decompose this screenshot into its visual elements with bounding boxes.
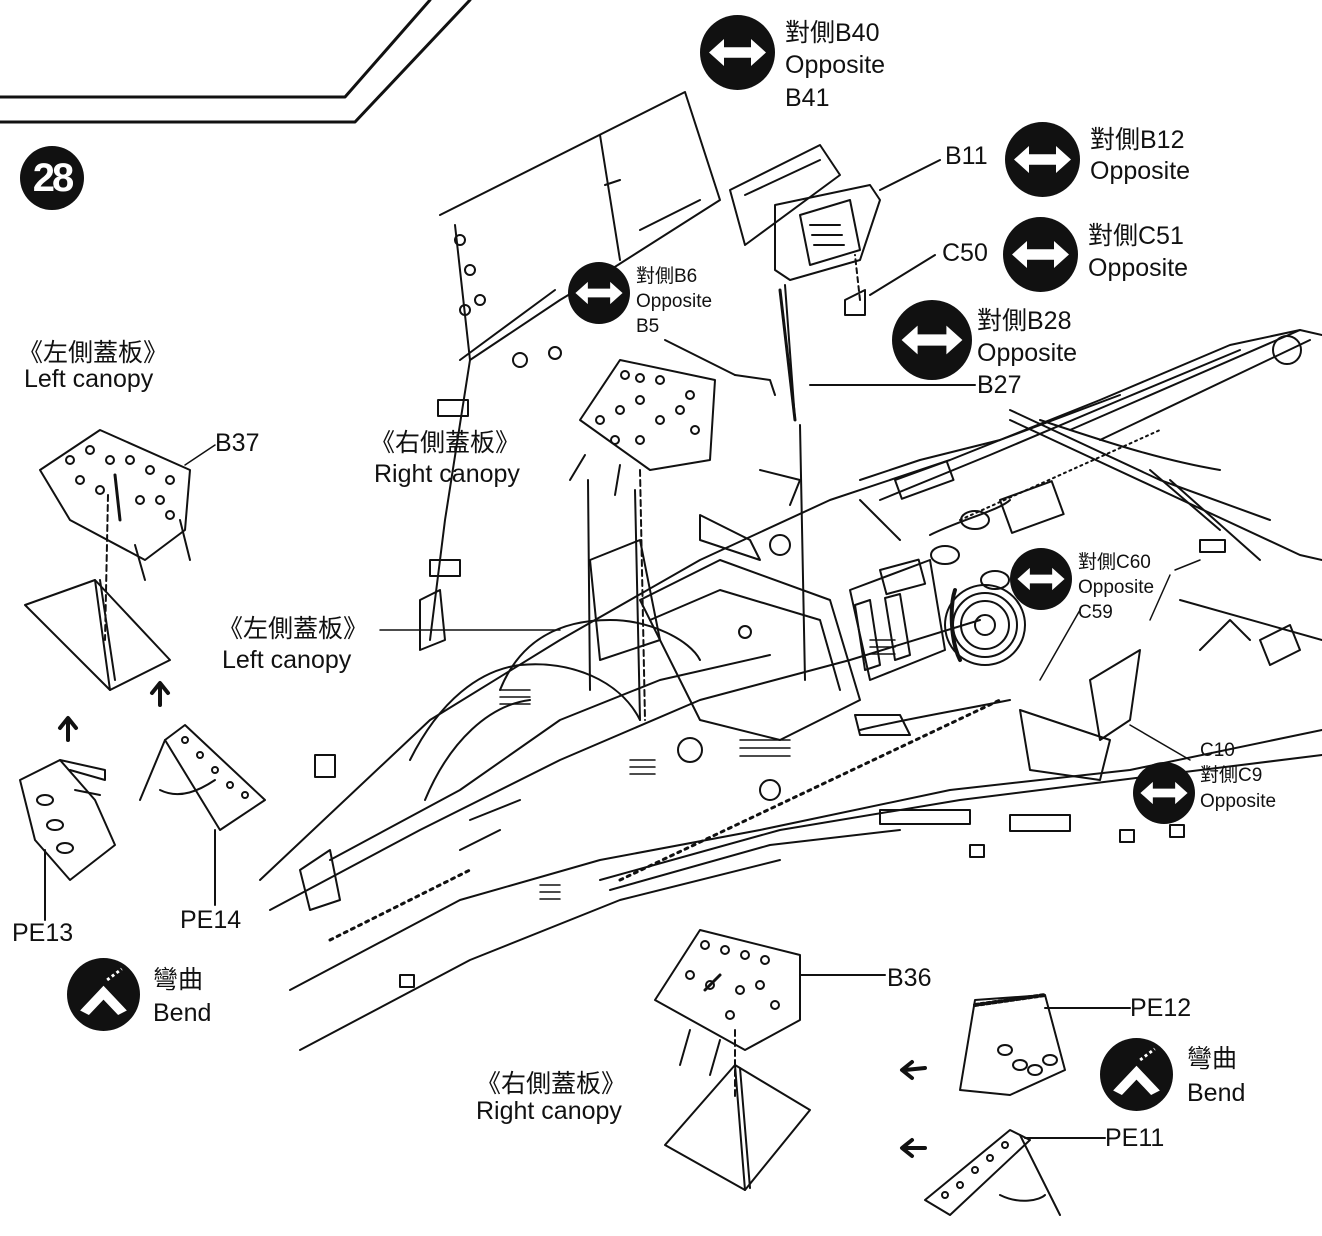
part-label-c9-opposite: 對側C9 bbox=[1200, 765, 1263, 786]
leader-lines bbox=[184, 444, 1201, 761]
right-canopy-panel-upper bbox=[569, 359, 716, 721]
right-canopy-en-label: Right canopy bbox=[476, 1097, 622, 1125]
upper-parts bbox=[459, 144, 976, 681]
part-label-c10: C10 bbox=[1200, 740, 1235, 761]
part-label-c51-opposite: 對側C51 bbox=[1088, 222, 1184, 250]
part-label-b36: B36 bbox=[887, 964, 932, 992]
part-label-b40-opposite: 對側B40 bbox=[785, 19, 880, 47]
left-canopy-cn-label: 《左側蓋板》 bbox=[18, 339, 169, 367]
part-label-b27: B27 bbox=[977, 371, 1022, 399]
bend-chevron-icon bbox=[1100, 1038, 1173, 1111]
bend-cn-label: 彎曲 bbox=[153, 966, 204, 994]
double-arrow-icon bbox=[1005, 122, 1080, 197]
bend-chevron-icon bbox=[67, 958, 140, 1031]
left-canopy-panel bbox=[19, 429, 266, 921]
part-label-pe11: PE11 bbox=[1105, 1124, 1165, 1152]
opposite-label: Opposite bbox=[977, 339, 1078, 367]
opposite-label: Opposite bbox=[1200, 791, 1277, 812]
step-divider bbox=[0, 0, 472, 124]
opposite-label: Opposite bbox=[1078, 577, 1155, 598]
double-arrow-icon bbox=[1003, 217, 1078, 292]
right-canopy-cn-label: 《右側蓋板》 bbox=[370, 429, 521, 457]
left-canopy-cn-label: 《左側蓋板》 bbox=[218, 615, 369, 643]
right-canopy-en-label: Right canopy bbox=[374, 460, 520, 488]
double-arrow-icon bbox=[1010, 548, 1072, 610]
part-label-c50: C50 bbox=[942, 239, 988, 267]
part-label-b12-opposite: 對側B12 bbox=[1090, 126, 1185, 154]
opposite-label: Opposite bbox=[785, 51, 886, 79]
right-canopy-panel-lower bbox=[654, 929, 1131, 1216]
part-label-b41: B41 bbox=[785, 84, 830, 112]
opposite-label: Opposite bbox=[1088, 254, 1189, 282]
left-canopy-en-label: Left canopy bbox=[222, 646, 352, 674]
bend-en-label: Bend bbox=[153, 999, 212, 1027]
part-label-pe12: PE12 bbox=[1130, 994, 1192, 1022]
part-label-pe13: PE13 bbox=[12, 919, 74, 947]
part-label-c59: C59 bbox=[1078, 602, 1113, 623]
opposite-label: Opposite bbox=[1090, 157, 1191, 185]
bend-en-label: Bend bbox=[1187, 1079, 1246, 1107]
double-arrow-icon bbox=[568, 262, 630, 324]
double-arrow-icon bbox=[892, 300, 972, 380]
part-label-b6-opposite: 對側B6 bbox=[636, 266, 698, 287]
right-canopy-cn-label: 《右側蓋板》 bbox=[476, 1070, 627, 1098]
bend-cn-label: 彎曲 bbox=[1187, 1045, 1238, 1073]
double-arrow-icon bbox=[700, 15, 775, 90]
part-label-b37: B37 bbox=[215, 429, 260, 457]
fuselage bbox=[259, 329, 1322, 1051]
part-label-pe14: PE14 bbox=[180, 906, 242, 934]
part-label-c60-opposite: 對側C60 bbox=[1078, 552, 1151, 573]
part-label-b5: B5 bbox=[636, 316, 660, 337]
step-number-badge: 28 bbox=[20, 146, 84, 210]
opposite-label: Opposite bbox=[636, 291, 713, 312]
left-canopy-en-label: Left canopy bbox=[24, 365, 154, 393]
part-label-b28-opposite: 對側B28 bbox=[977, 307, 1072, 335]
part-label-b11: B11 bbox=[945, 142, 988, 170]
double-arrow-icon bbox=[1133, 762, 1195, 824]
